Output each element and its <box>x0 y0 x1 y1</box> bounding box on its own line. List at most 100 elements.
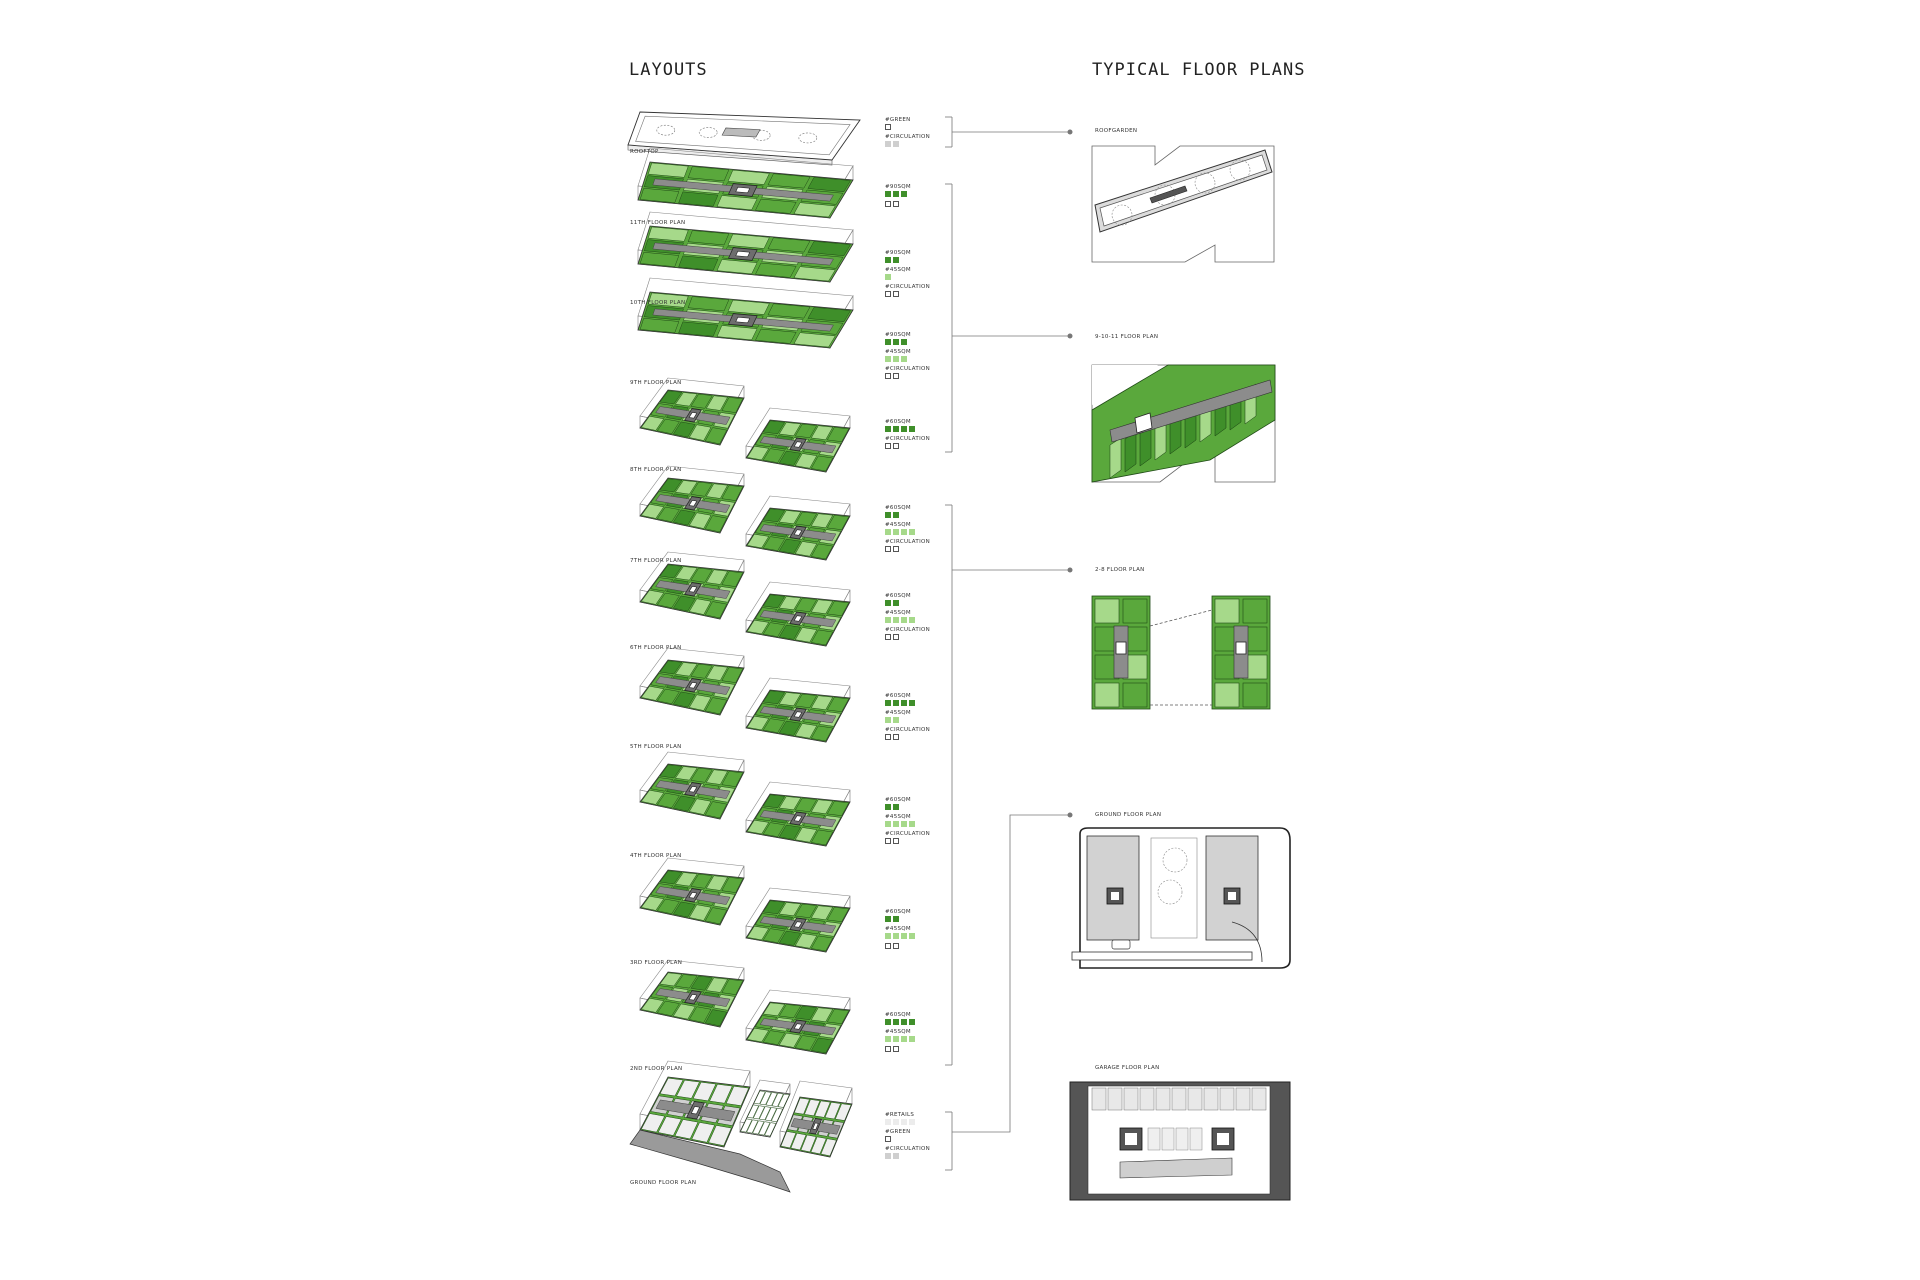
ground-green-unit <box>740 1118 753 1133</box>
slab-2-unit <box>727 233 770 249</box>
garage-stall <box>1251 1087 1267 1111</box>
slab-1-unit <box>716 195 758 211</box>
legend-label: #CIRCULATION <box>885 831 931 837</box>
block-a-8-unit <box>705 769 728 785</box>
legend-label: #RETAILS <box>885 1112 915 1118</box>
block-a-10-unit <box>656 1000 680 1017</box>
block-b-5-unit <box>778 538 802 554</box>
ground-a-unit <box>725 1086 750 1106</box>
plan9-cut-top <box>1092 365 1158 405</box>
slab-3-unit <box>807 307 851 322</box>
legend-label: #60SQM <box>885 797 911 803</box>
slab-1-unit <box>793 202 836 218</box>
block-a-8-unit <box>688 798 712 815</box>
block-a-5-unit <box>675 480 698 495</box>
legend-swatch <box>901 617 907 623</box>
block-a-4-unit <box>640 415 665 431</box>
floor-label: 3RD FLOOR PLAN <box>630 960 683 966</box>
legend-swatch <box>893 339 899 345</box>
block-a-4-unit <box>705 395 728 411</box>
block-b-7-unit <box>746 715 770 731</box>
plan28-b-unit <box>1214 682 1240 708</box>
layouts-heading: LAYOUTS <box>629 60 708 80</box>
legend-label: #CIRCULATION <box>885 627 931 633</box>
block-b-8-unit <box>794 827 818 843</box>
block-a-7-core-void <box>688 682 698 689</box>
block-a-6-unit <box>690 567 713 583</box>
block-b-10-unit <box>810 1037 834 1054</box>
block-a-7-unit <box>705 665 728 681</box>
block-a-10-unit <box>688 1006 712 1023</box>
block-b-9-unit <box>762 928 786 943</box>
block-b-7-unit <box>794 723 818 739</box>
ground-green-unit <box>746 1104 760 1119</box>
legend-swatch <box>893 512 899 518</box>
legend-label: #90SQM <box>885 184 911 190</box>
roofgarden-tree <box>1194 172 1216 194</box>
block-b-4-unit <box>778 422 802 437</box>
ground-green-unit <box>764 1122 777 1137</box>
connector-roofgarden-dot <box>1067 129 1073 135</box>
block-a-10-unit <box>705 977 728 993</box>
legend-swatch <box>885 1036 891 1042</box>
layout-floor-2 <box>637 211 854 284</box>
slab-2-unit <box>678 255 719 271</box>
legend-label: #45SQM <box>885 267 911 273</box>
block-b-5-unit <box>746 533 770 549</box>
slab-3-unit <box>687 296 730 312</box>
legend-swatch <box>885 943 891 949</box>
block-b-9-core-void <box>793 921 803 928</box>
garage-mid-stall <box>1161 1127 1175 1151</box>
ground-green-unit <box>753 1090 766 1105</box>
block-a-5-unit <box>640 503 665 519</box>
block-b-7-unit <box>762 690 786 705</box>
block-a-10-unit <box>640 997 665 1013</box>
legend-label: #45SQM <box>885 814 911 820</box>
block-b-10-core-void <box>793 1023 803 1030</box>
ground-c-core-void <box>812 1122 819 1130</box>
legend-swatch <box>909 617 915 623</box>
legend-swatch <box>893 821 899 827</box>
roofgarden-tree <box>1111 204 1133 226</box>
slab-3-unit <box>678 321 719 337</box>
slab-2-unit <box>647 226 689 242</box>
legend-swatch <box>885 717 891 723</box>
slab-3-unit <box>716 325 758 341</box>
block-a-6-unit <box>675 566 698 581</box>
garage-stall <box>1203 1087 1219 1111</box>
block-b-6-unit <box>826 601 850 616</box>
block-a-9-unit <box>672 901 696 918</box>
block-a-4-core-void <box>688 412 698 419</box>
connector-ground <box>952 814 1070 1133</box>
legend-swatch <box>893 426 899 432</box>
block-b-10-unit <box>778 1032 802 1048</box>
block-a-4-unit <box>675 392 698 407</box>
slab-3-unit <box>727 299 770 315</box>
legend-swatch <box>893 1046 899 1052</box>
block-a-6-unit <box>704 601 728 619</box>
block-a-8-unit <box>640 789 665 805</box>
block-b-5-unit <box>810 513 834 528</box>
ground-c-unit <box>814 1100 831 1118</box>
roofgarden-tree <box>1229 159 1251 181</box>
plan-title: ROOFGARDEN <box>1095 128 1138 134</box>
slab-3-unit <box>767 303 811 319</box>
garage-stall <box>1107 1087 1123 1111</box>
block-b-7-unit <box>762 718 786 733</box>
block-b-7-core-void <box>793 711 803 718</box>
legend-swatch <box>893 1153 899 1159</box>
legend-label: #CIRCULATION <box>885 727 931 733</box>
block-a-10-unit <box>690 975 713 991</box>
block-a-4-unit <box>688 424 712 441</box>
ground-ramp-curve <box>1231 921 1263 963</box>
legend-label: #90SQM <box>885 332 911 338</box>
block-b-4-core-void <box>793 441 803 448</box>
block-a-6-unit <box>672 595 696 612</box>
block-a-8-unit <box>675 766 698 781</box>
block-b-8-unit <box>762 794 786 809</box>
garage-ramp <box>1119 1157 1233 1179</box>
legend-label: #GREEN <box>885 117 911 123</box>
block-a-8-core-void <box>688 786 698 793</box>
block-a-9-unit <box>656 898 680 915</box>
legend-swatch <box>885 804 891 810</box>
